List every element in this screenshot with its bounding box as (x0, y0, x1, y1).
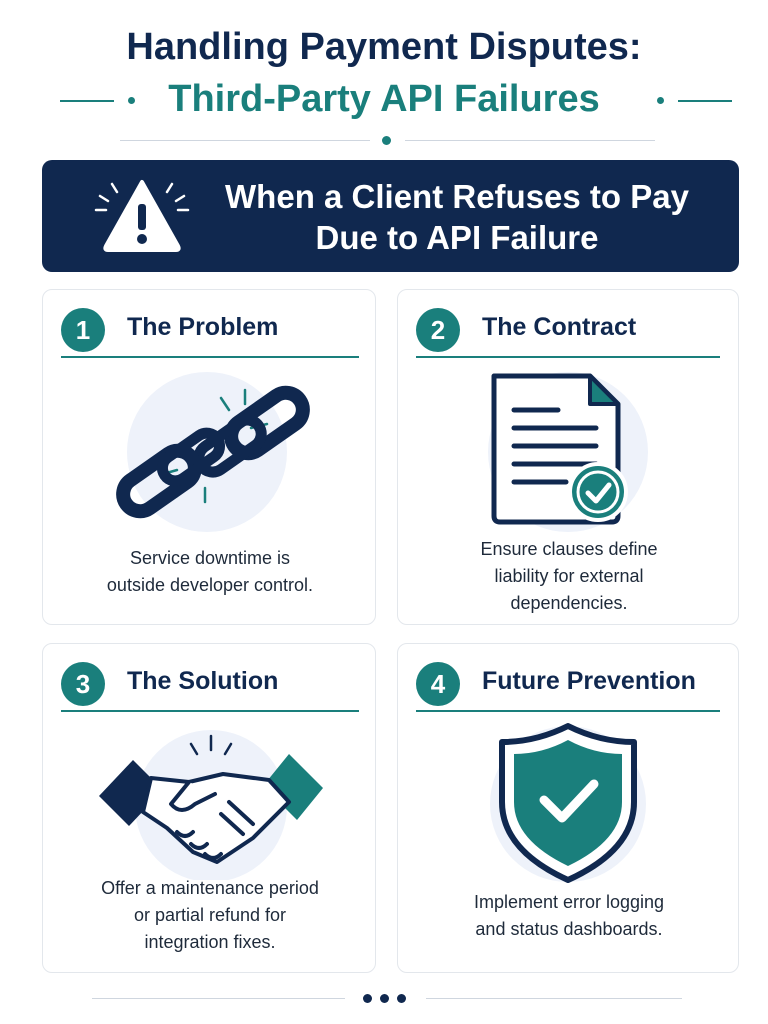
footer-dot (380, 994, 389, 1003)
card-description: Implement error logging and status dashb… (473, 892, 665, 939)
footer-rule-right (426, 998, 682, 999)
card-solution: 3 The Solution Offer a maintenance perio… (42, 643, 376, 973)
title-divider-dot (382, 136, 391, 145)
footer-rule-left (92, 998, 345, 999)
card-contract: 2 The Contract Ensure clauses define lia… (397, 289, 739, 625)
card-number: 4 (416, 662, 460, 706)
page-subtitle: Third-Party API Failures (168, 78, 600, 120)
card-problem: 1 The Problem Service downtime is outsid… (42, 289, 376, 625)
title-right-dot (657, 97, 664, 104)
card-divider (61, 356, 359, 358)
card-divider (61, 710, 359, 712)
broken-chain-icon (116, 372, 310, 532)
title-right-rule (678, 100, 732, 102)
banner-text: When a Client Refuses to Pay Due to API … (225, 178, 689, 256)
title-left-rule (60, 100, 114, 102)
card-description: Ensure clauses define liability for exte… (480, 539, 658, 613)
contract-document-icon (488, 372, 648, 532)
page-title: Handling Payment Disputes: (126, 26, 642, 68)
card-prevention: 4 Future Prevention Implement error logg… (397, 643, 739, 973)
warning-icon (94, 180, 190, 252)
card-description: Offer a maintenance period or partial re… (101, 878, 319, 952)
card-title: The Solution (127, 667, 279, 695)
card-divider (416, 710, 720, 712)
card-description: Service downtime is outside developer co… (106, 548, 314, 595)
footer-dot (397, 994, 406, 1003)
alert-banner: When a Client Refuses to Pay Due to API … (42, 160, 739, 272)
title-divider-left (120, 140, 370, 141)
shield-check-icon (490, 723, 646, 883)
card-divider (416, 356, 720, 358)
card-number: 2 (416, 308, 460, 352)
footer-dot (363, 994, 372, 1003)
card-title: The Contract (482, 313, 637, 341)
handshake-icon (99, 730, 323, 880)
card-title: The Problem (127, 313, 279, 341)
card-title: Future Prevention (482, 667, 696, 695)
card-number: 3 (61, 662, 105, 706)
title-left-dot (128, 97, 135, 104)
card-number: 1 (61, 308, 105, 352)
title-divider-right (405, 140, 655, 141)
